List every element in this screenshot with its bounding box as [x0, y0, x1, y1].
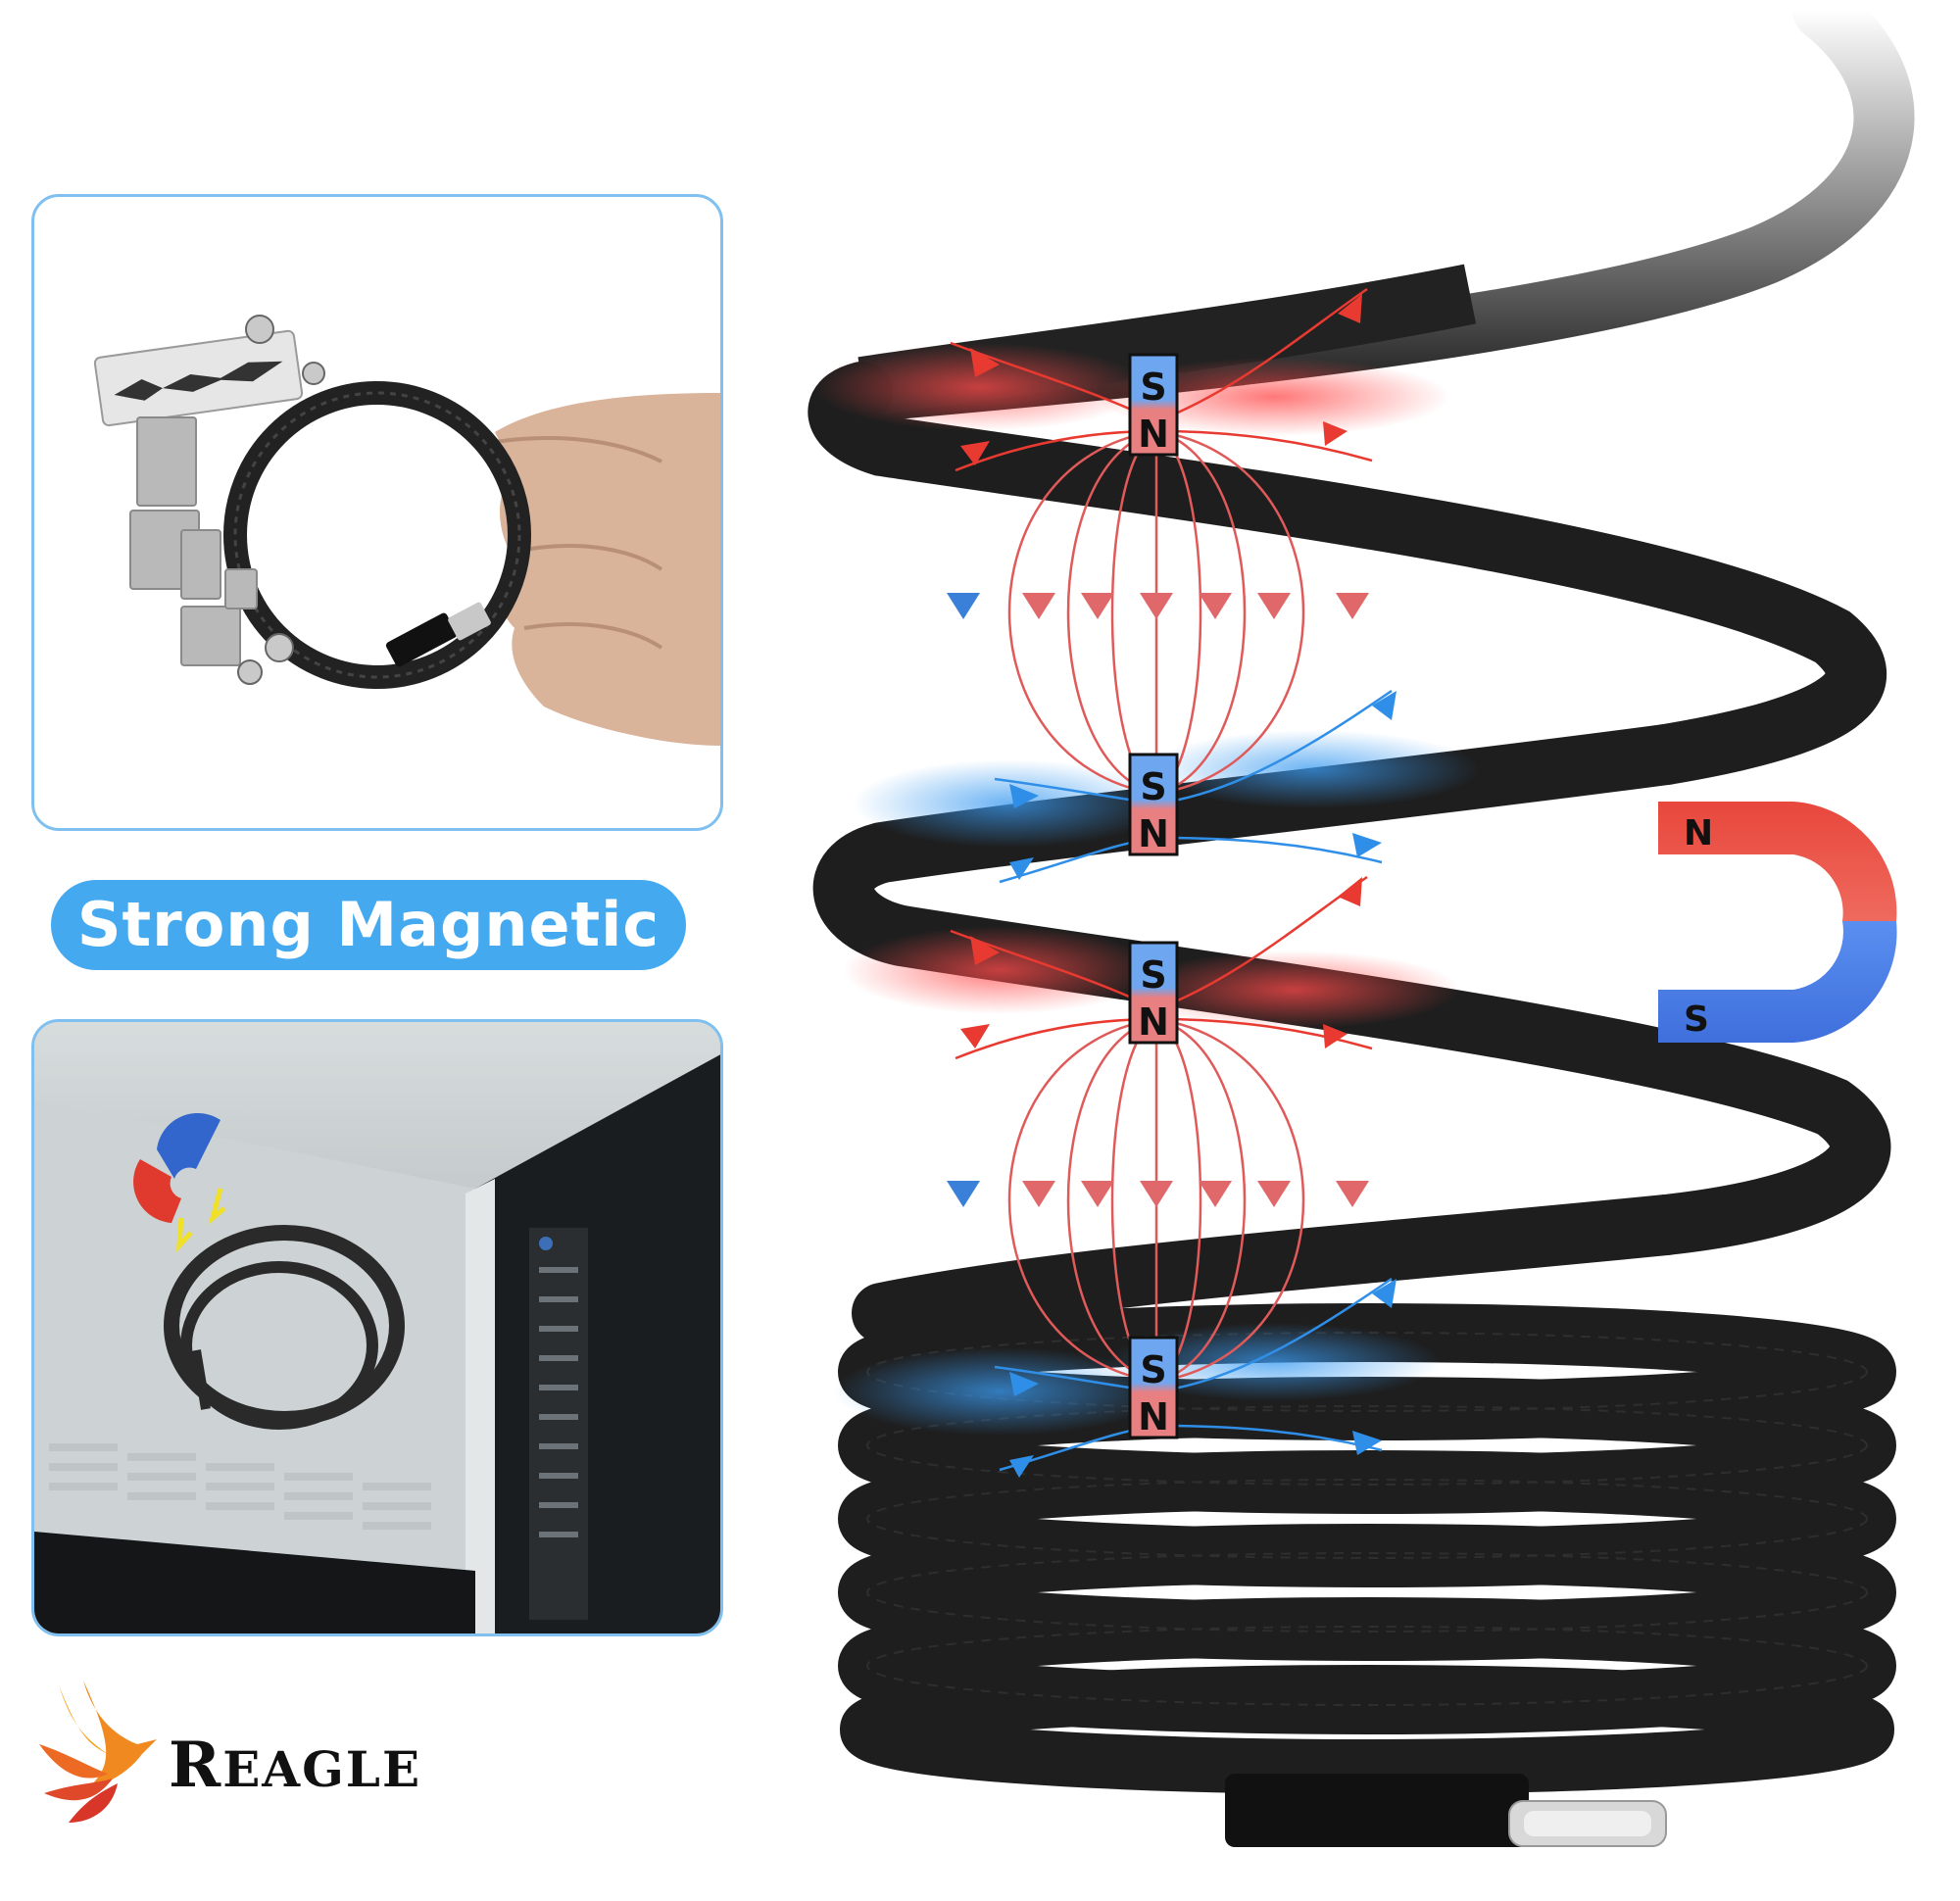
- svg-text:S: S: [1684, 999, 1709, 1040]
- svg-text:N: N: [1138, 413, 1169, 456]
- microwave-photo-panel: [31, 1019, 723, 1636]
- svg-text:S: S: [1140, 1348, 1166, 1391]
- cable-spiral: [808, 362, 1891, 1343]
- coiled-cable-icon: [164, 1225, 405, 1430]
- sn-magnet-marker-3: S N: [1128, 941, 1179, 1045]
- svg-text:S: S: [1140, 953, 1166, 997]
- strong-magnetic-badge: Strong Magnetic: [51, 880, 686, 970]
- razor-blade-icon: [93, 329, 304, 427]
- brand-name: REAGLE: [169, 1729, 422, 1802]
- phoenix-icon: [39, 1681, 157, 1823]
- magnetic-items-photo-panel: [31, 194, 723, 831]
- field-arrow-icons: [947, 294, 1396, 1478]
- svg-text:N: N: [1138, 1395, 1169, 1438]
- sn-magnet-marker-4: S N: [1128, 1336, 1179, 1439]
- microwave-illustration: [34, 1022, 720, 1633]
- brand-logo: REAGLE: [39, 1676, 451, 1832]
- nut-icon: [237, 315, 325, 685]
- sn-magnet-marker-1: S N: [1128, 353, 1179, 457]
- small-horseshoe-magnet-icon: [133, 1112, 226, 1252]
- usb-c-connector-icon: [1225, 1774, 1667, 1847]
- horseshoe-magnet-icon: N S: [1658, 802, 1897, 1043]
- svg-text:S: S: [1140, 366, 1166, 409]
- svg-text:S: S: [1140, 765, 1166, 808]
- svg-text:N: N: [1138, 1000, 1169, 1044]
- field-lines-upper: [1007, 429, 1305, 796]
- sn-magnet-marker-2: S N: [1128, 753, 1179, 856]
- hand-holding-cable-illustration: [93, 315, 720, 746]
- staples-icon: [129, 416, 258, 666]
- cable-stack: [838, 1303, 1896, 1794]
- field-lines-lower: [1007, 1017, 1305, 1384]
- svg-text:N: N: [1684, 813, 1713, 853]
- field-side-curves: [950, 287, 1393, 1472]
- svg-text:N: N: [1138, 812, 1169, 855]
